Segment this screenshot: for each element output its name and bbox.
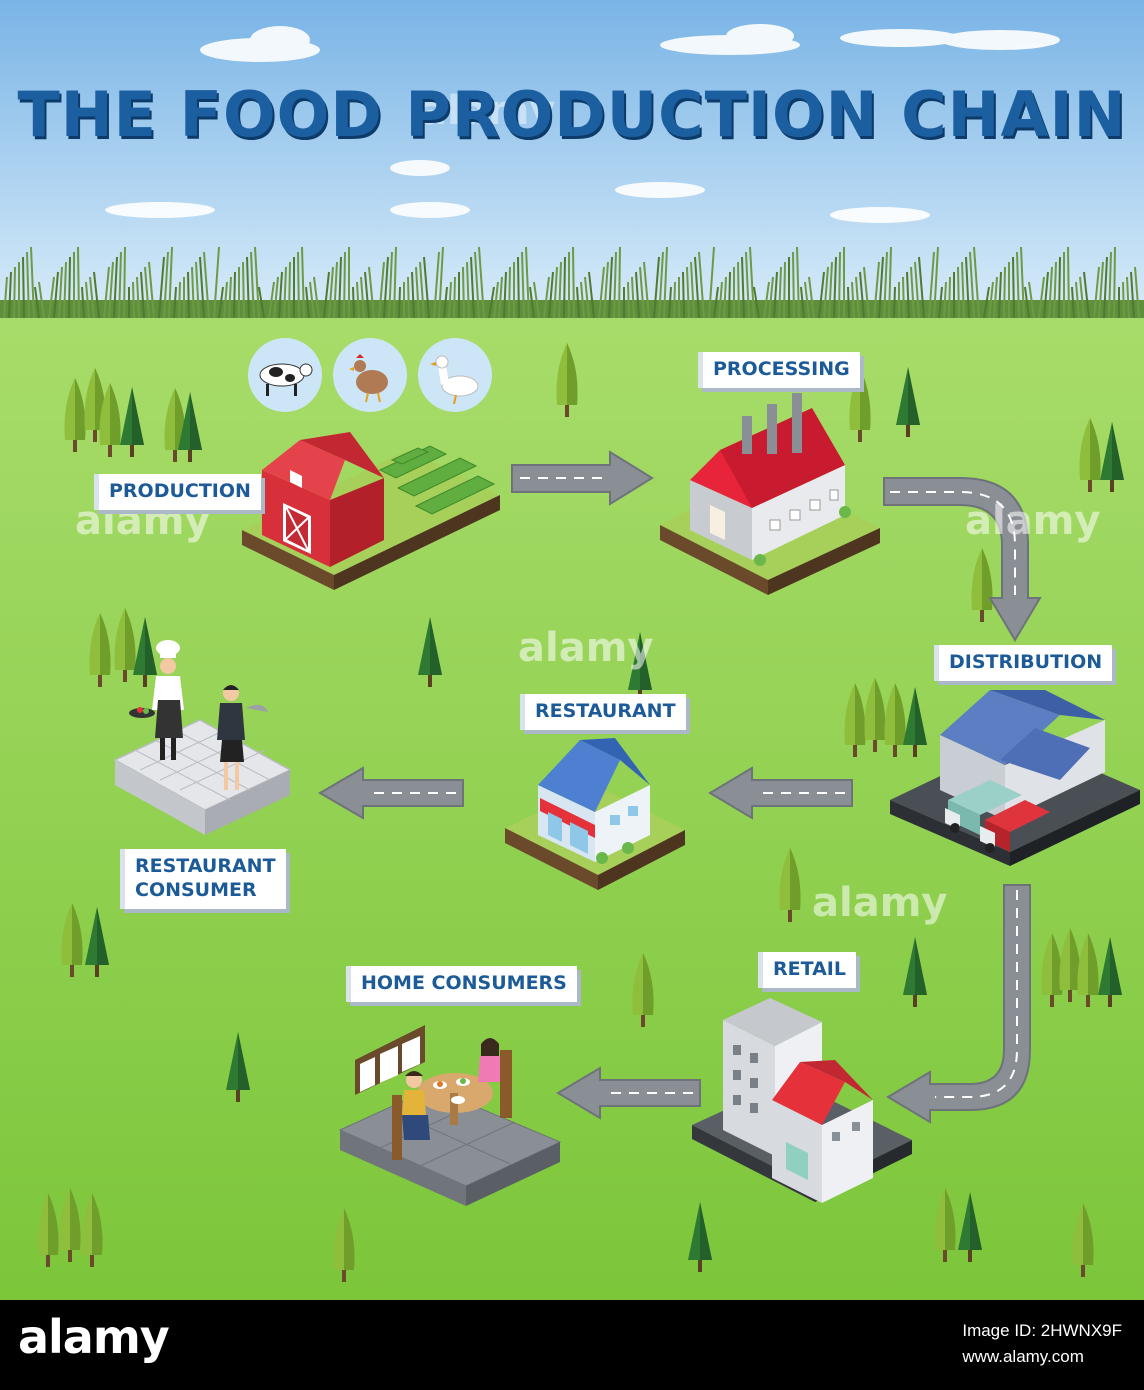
arrow-retail-to-home <box>556 1066 701 1120</box>
person-figure <box>402 1071 430 1140</box>
label-line: RESTAURANT <box>135 855 276 877</box>
label-line: CONSUMER <box>135 878 257 901</box>
clouds <box>105 24 1060 223</box>
label-retail: RETAIL <box>758 952 856 988</box>
arrow-distribution-to-restaurant <box>708 766 853 820</box>
production-farm <box>242 432 500 590</box>
processing-factory <box>660 393 880 595</box>
watermark: alamy <box>518 625 654 671</box>
flow-arrows <box>318 450 1042 1124</box>
watermark: alamy <box>420 88 556 134</box>
page-title: THE FOOD PRODUCTION CHAIN <box>17 78 1127 151</box>
label-restaurant: RESTAURANT <box>520 694 686 730</box>
footer-bar <box>0 1300 1144 1390</box>
chef-figure <box>129 640 184 760</box>
label-processing: PROCESSING <box>698 352 860 388</box>
image-meta: Image ID: 2HWNX9F www.alamy.com <box>962 1318 1122 1370</box>
animal-icons <box>248 338 492 412</box>
site-url: www.alamy.com <box>962 1347 1084 1366</box>
truck-icon <box>980 800 1050 853</box>
restaurant-consumer-scene <box>113 640 292 835</box>
image-id: Image ID: 2HWNX9F <box>962 1321 1122 1340</box>
distribution-warehouse <box>890 690 1140 866</box>
arrow-distribution-to-retail <box>886 884 1031 1124</box>
retail-building <box>692 998 912 1203</box>
label-production: PRODUCTION <box>94 474 261 510</box>
label-distribution: DISTRIBUTION <box>934 645 1113 681</box>
person-figure <box>478 1038 503 1082</box>
sky <box>0 0 1144 320</box>
home-consumers-scene <box>338 1025 562 1206</box>
arrow-production-to-processing <box>511 450 654 506</box>
waitress-figure <box>217 685 268 790</box>
label-restaurant-consumer: RESTAURANT CONSUMER <box>120 849 286 909</box>
brand-logo: alamy <box>18 1310 170 1364</box>
watermark: alamy <box>812 880 948 926</box>
arrow-processing-to-distribution <box>883 477 1042 642</box>
watermark: alamy <box>965 498 1101 544</box>
truck-icon <box>945 780 1022 835</box>
restaurant-building <box>505 738 685 890</box>
arrow-restaurant-to-consumer <box>318 766 464 820</box>
tall-grass <box>3 246 1140 319</box>
duck-icon <box>418 338 492 412</box>
label-home-consumers: HOME CONSUMERS <box>346 966 577 1002</box>
